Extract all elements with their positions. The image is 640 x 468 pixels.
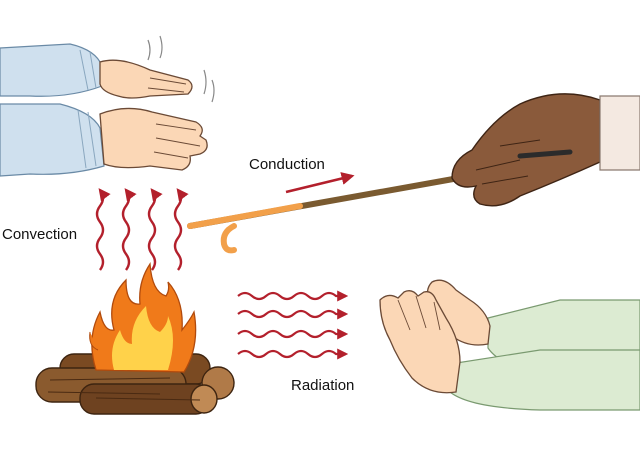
radiation-arrow-1: [237, 290, 349, 302]
flames: [89, 262, 197, 373]
flame-inner: [112, 306, 173, 370]
radiation-arrow-2: [237, 308, 349, 320]
convection-label: Convection: [2, 226, 78, 243]
conduction-arrow-icon: [285, 172, 355, 194]
upper-sleeve-top: [0, 43, 103, 97]
upper-hands: [0, 35, 215, 177]
convection-arrow-4: [173, 188, 189, 271]
convection-arrow-3: [147, 188, 163, 271]
right-sleeve-front: [449, 349, 640, 411]
upper-hand-bottom: [99, 107, 208, 171]
right-hand-front: [379, 290, 461, 394]
upper-sleeve-bottom: [0, 103, 105, 177]
upper-hand-top: [99, 59, 193, 99]
convection-arrows: [95, 188, 189, 271]
rod-hooked-end: [220, 223, 237, 254]
campfire-icon: [35, 262, 235, 415]
conduction-label: Conduction: [249, 156, 325, 173]
right-hands: [379, 279, 640, 411]
radiation-label: Radiation: [291, 377, 355, 394]
radiation-wave-arrows-icon: [237, 290, 349, 360]
conduction-rod: [187, 173, 473, 254]
glove: [451, 93, 601, 207]
convection-arrow-2: [121, 188, 137, 271]
gloved-hand: [451, 93, 640, 207]
radiation-arrow-4: [237, 348, 349, 360]
radiation-arrow-3: [237, 328, 349, 340]
convection-arrow-1: [95, 188, 111, 271]
